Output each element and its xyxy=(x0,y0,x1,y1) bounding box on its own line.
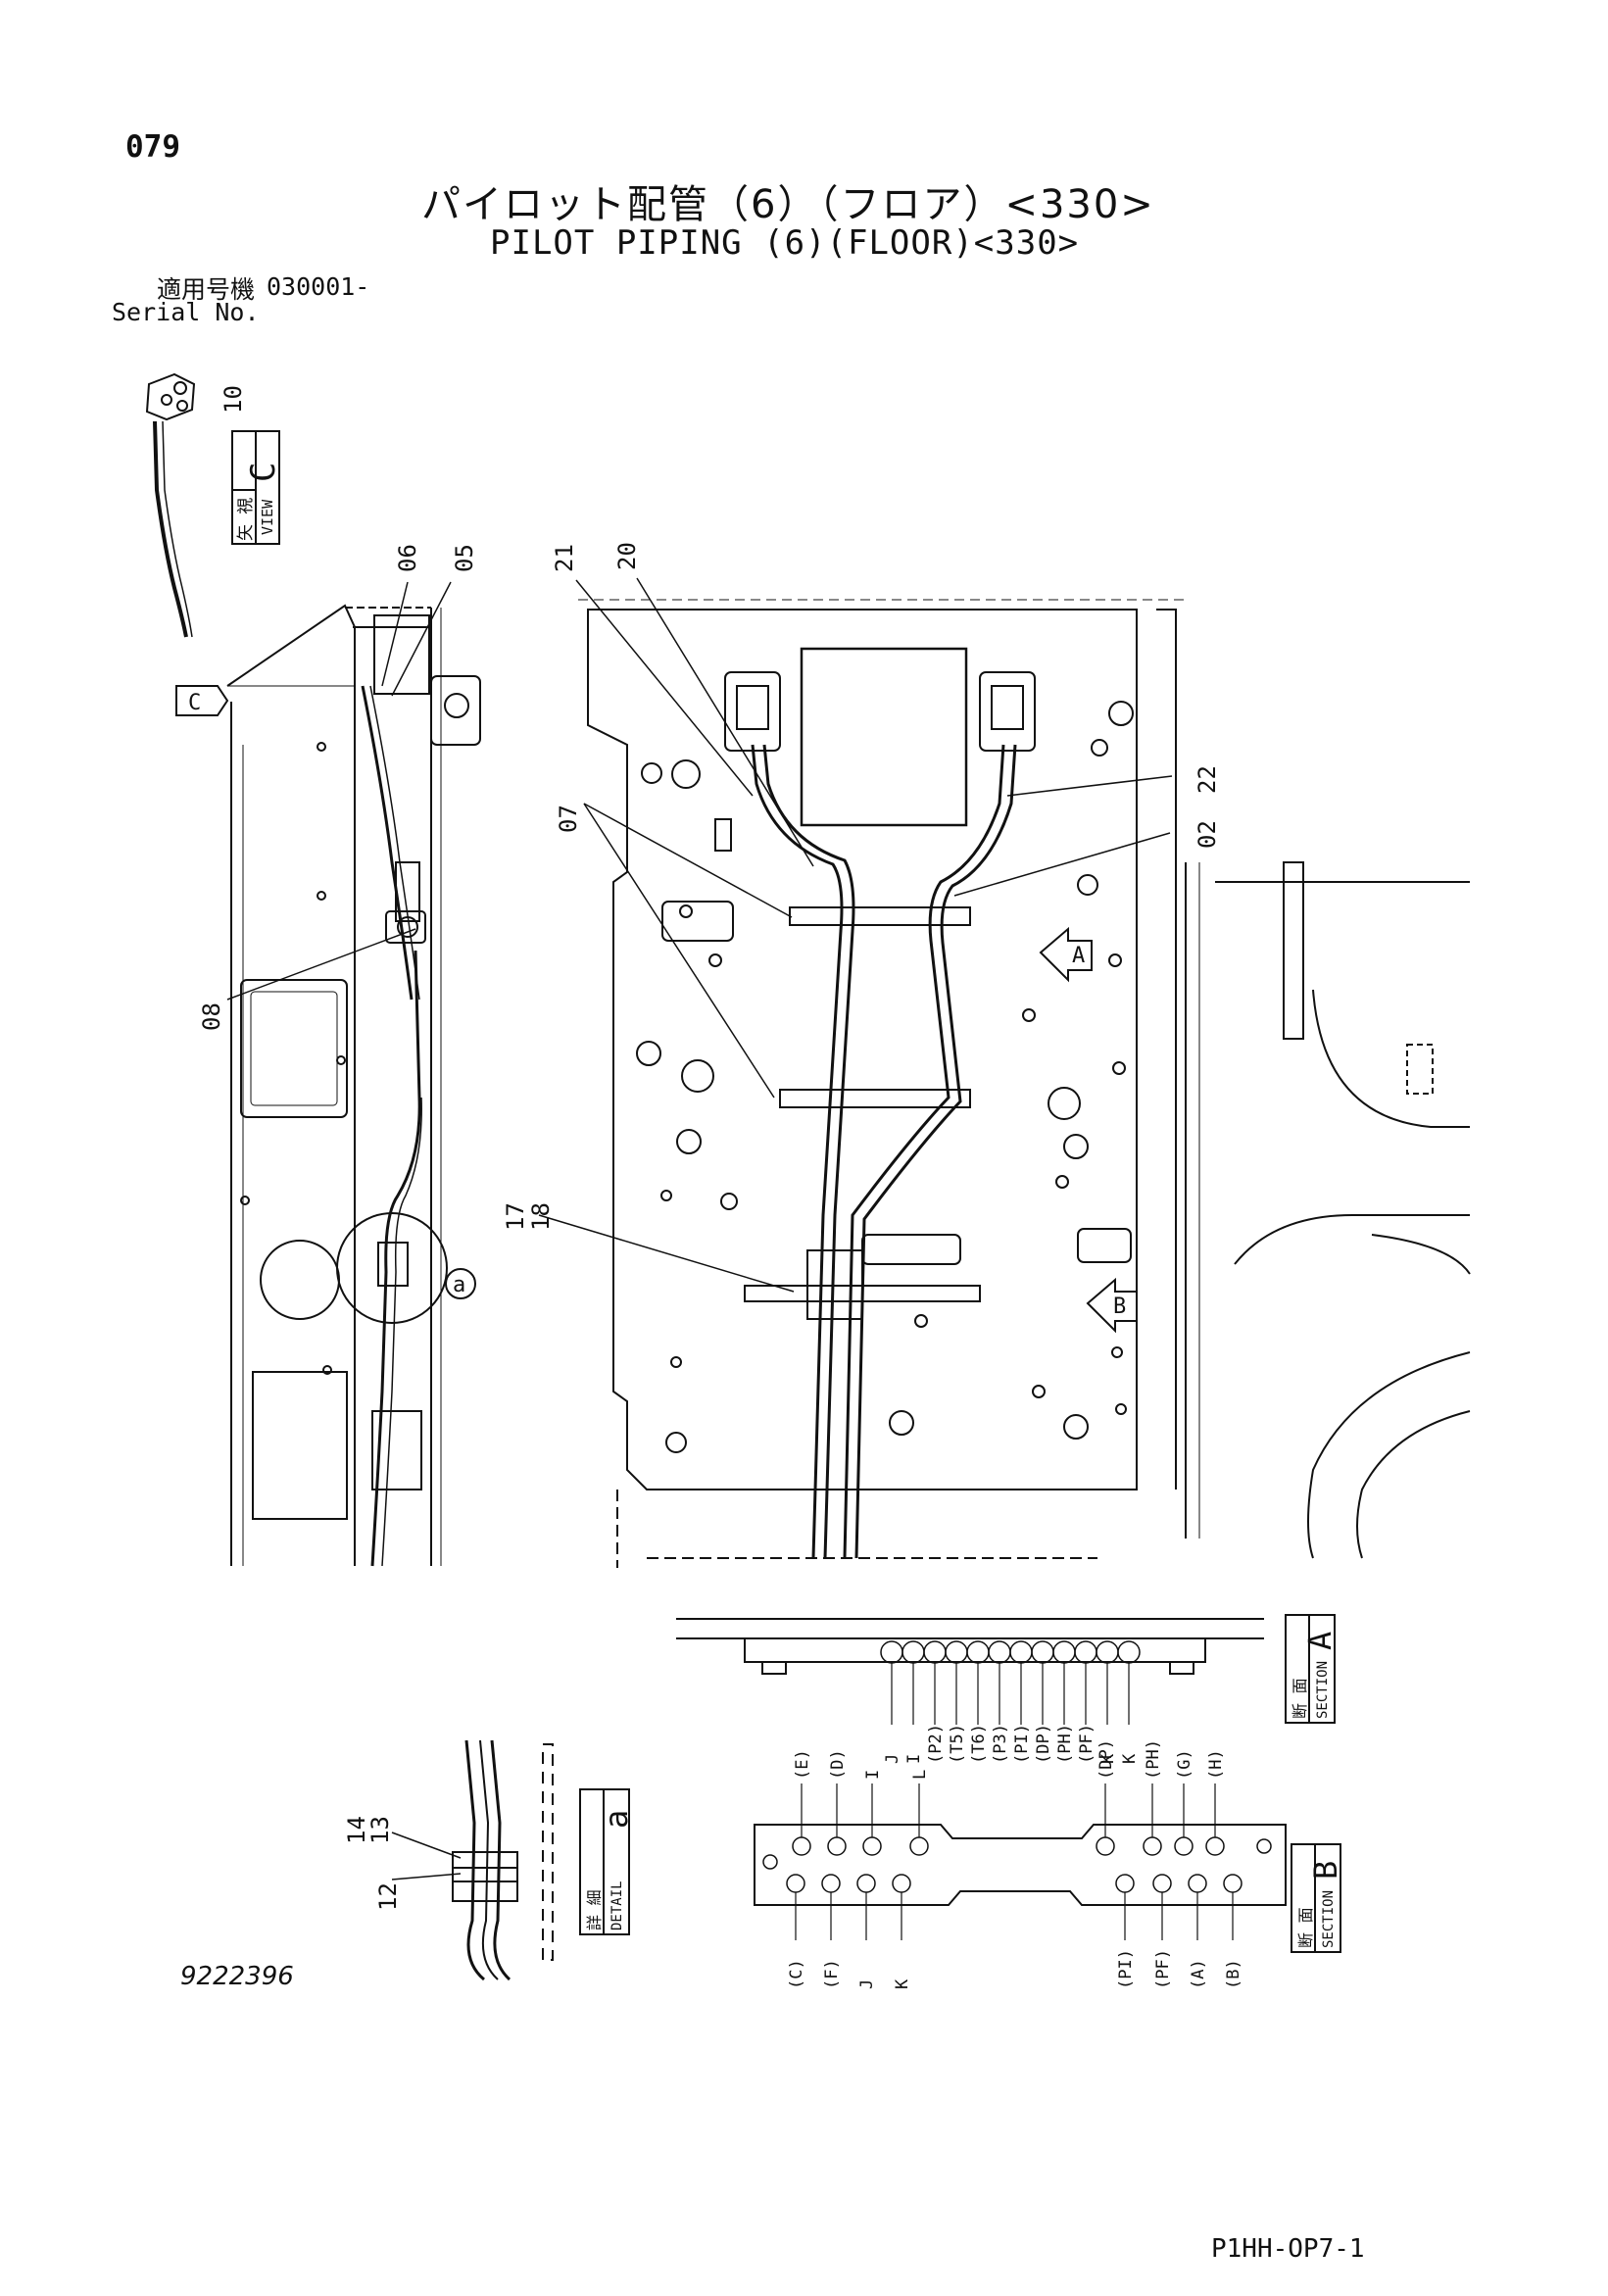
section-a-port-labels: J I (P2) (T5) (T6) (P3) (PI) (DP) (PH) (… xyxy=(883,1724,1140,1764)
section-a-port: J xyxy=(883,1754,902,1764)
callout-22: 22 xyxy=(1194,765,1221,794)
svg-text:SECTION: SECTION xyxy=(1315,1661,1331,1719)
serial-label-english: Serial No. xyxy=(112,298,260,326)
section-b-port: (PH) xyxy=(1144,1739,1163,1780)
section-b-port: (D) xyxy=(828,1749,848,1780)
section-a-port: I xyxy=(904,1754,924,1764)
section-b-port: L xyxy=(910,1770,930,1780)
side-view-frame xyxy=(226,604,481,1567)
detail-a-marker: a xyxy=(445,1268,476,1299)
section-a-marker: A xyxy=(1039,926,1093,983)
detail-a-label: 詳 細 DETAIL a xyxy=(585,1810,635,1930)
section-a-port: K xyxy=(1098,1753,1118,1764)
callout-07: 07 xyxy=(555,805,582,833)
section-a-port: (P2) xyxy=(926,1724,946,1764)
section-b-port: I xyxy=(863,1770,883,1780)
svg-text:DETAIL: DETAIL xyxy=(609,1881,625,1930)
section-a-port: (PH) xyxy=(1055,1724,1075,1764)
section-a-port: (T5) xyxy=(948,1724,967,1764)
callout-06: 06 xyxy=(394,544,421,572)
section-a-label: 断 面 SECTION A xyxy=(1291,1632,1339,1719)
svg-text:a: a xyxy=(453,1273,465,1297)
view-c-label: 矢 視 VIEW C xyxy=(236,463,283,541)
view-c-marker: C xyxy=(175,685,229,716)
section-b-port: (DP) xyxy=(1096,1739,1116,1780)
section-b-bottom-port-labels: (C) (F) J K (PI) (PF) (A) (B) xyxy=(787,1949,1243,1989)
serial-value: 030001- xyxy=(267,272,370,301)
svg-text:C: C xyxy=(188,691,201,715)
section-a-port: (DP) xyxy=(1034,1724,1053,1764)
page-code: P1HH-OP7-1 xyxy=(1211,2234,1365,2264)
section-b-port: (B) xyxy=(1224,1959,1243,1989)
serial-label-japanese: 適用号機 xyxy=(157,275,256,304)
callout-12: 12 xyxy=(374,1882,402,1911)
detail-a-drawing xyxy=(452,1739,630,1981)
callout-08: 08 xyxy=(198,1002,225,1031)
section-a-port: (PF) xyxy=(1077,1724,1096,1764)
section-b-port: J xyxy=(857,1979,877,1989)
section-b-marker: B xyxy=(1086,1277,1138,1334)
svg-text:詳 細: 詳 細 xyxy=(585,1889,604,1930)
section-b-port: (C) xyxy=(787,1959,806,1989)
svg-text:VIEW: VIEW xyxy=(259,499,276,535)
section-b-drawing xyxy=(754,1783,1341,1953)
callout-05: 05 xyxy=(451,544,478,572)
svg-text:矢 視: 矢 視 xyxy=(236,498,256,541)
part-callouts: 10 06 05 08 21 20 22 02 07 17 18 14 13 1… xyxy=(198,385,1221,1911)
title-english: PILOT PIPING (6)(FLOOR)<330> xyxy=(490,223,1080,263)
section-a-port: (P3) xyxy=(991,1724,1010,1764)
callout-14: 14 xyxy=(343,1816,370,1844)
callout-17: 17 xyxy=(502,1202,529,1231)
svg-text:断 面: 断 面 xyxy=(1296,1907,1315,1948)
callout-21: 21 xyxy=(551,544,578,572)
section-b-top-port-labels: (E) (D) I L (DP) (PH) (G) (H) xyxy=(793,1739,1226,1780)
svg-text:SECTION: SECTION xyxy=(1321,1890,1337,1948)
callout-02: 02 xyxy=(1194,820,1221,849)
section-b-port: (PF) xyxy=(1153,1949,1173,1989)
view-c-label-box xyxy=(231,430,280,545)
callout-20: 20 xyxy=(613,542,641,570)
section-b-port: (G) xyxy=(1175,1749,1194,1780)
callout-18: 18 xyxy=(527,1202,555,1231)
callout-13: 13 xyxy=(366,1816,394,1844)
svg-text:A: A xyxy=(1072,944,1085,968)
section-b-port: (A) xyxy=(1189,1959,1208,1989)
pilot-pipes xyxy=(751,744,1017,1559)
section-b-port: K xyxy=(893,1978,912,1989)
section-a-drawing xyxy=(676,1614,1336,1725)
section-a-port: (PI) xyxy=(1012,1724,1032,1764)
svg-text:B: B xyxy=(1307,1861,1344,1880)
title-japanese: パイロット配管（6）（フロア）<330> xyxy=(421,182,1155,227)
section-b-port: (PI) xyxy=(1116,1949,1136,1989)
svg-text:a: a xyxy=(598,1810,635,1829)
page-number: 079 xyxy=(125,129,180,165)
section-b-port: (E) xyxy=(793,1749,812,1780)
view-c-sketch xyxy=(145,372,196,638)
svg-text:C: C xyxy=(244,463,283,482)
section-b-port: (F) xyxy=(822,1959,842,1989)
drawing-number: 9222396 xyxy=(180,1962,294,1991)
section-b-label: 断 面 SECTION B xyxy=(1296,1861,1344,1948)
section-a-port: (T6) xyxy=(969,1724,989,1764)
svg-text:B: B xyxy=(1113,1295,1126,1319)
section-a-port: K xyxy=(1120,1753,1140,1764)
leader-lines xyxy=(226,577,1173,1881)
svg-text:断 面: 断 面 xyxy=(1291,1678,1309,1719)
section-b-port: (H) xyxy=(1206,1749,1226,1780)
callout-10: 10 xyxy=(219,385,247,414)
svg-text:A: A xyxy=(1301,1632,1339,1650)
